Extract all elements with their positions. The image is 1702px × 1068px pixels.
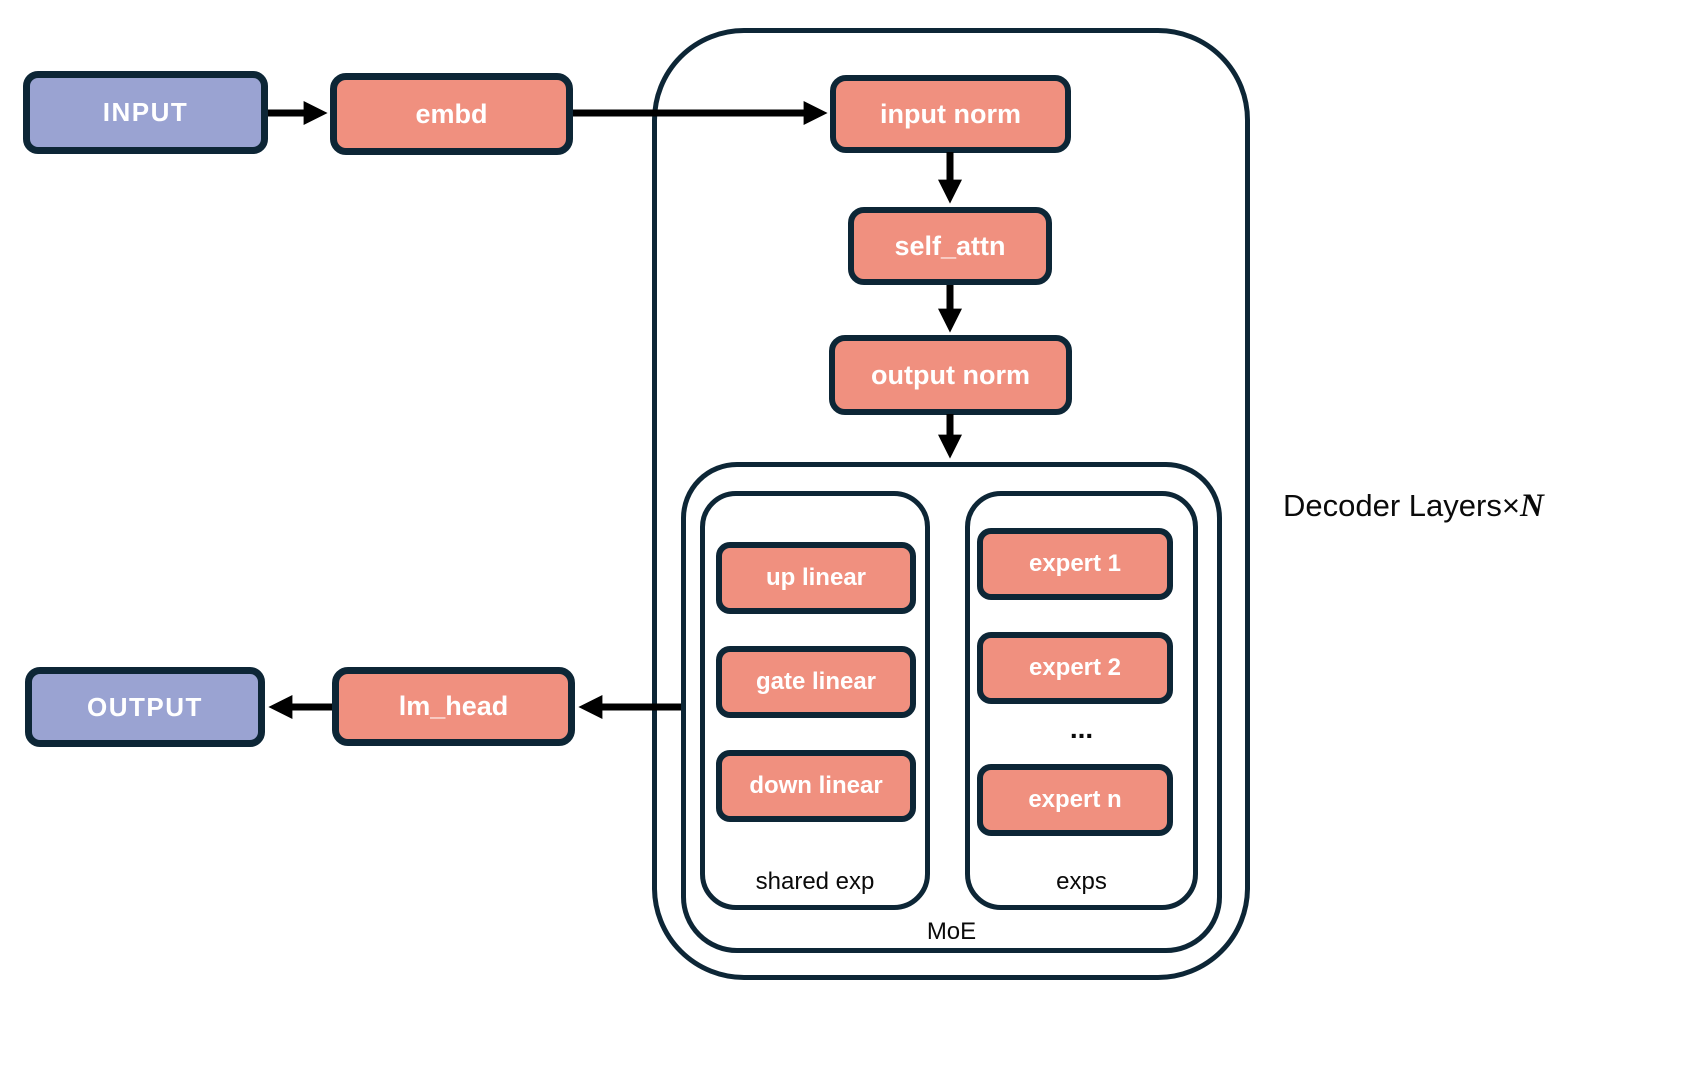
output-norm-node: output norm (829, 335, 1072, 415)
decoder-layers-container (652, 28, 1250, 980)
self-attn-node: self_attn (848, 207, 1052, 285)
decoder-layers-label-text: Decoder Layers× (1283, 488, 1520, 523)
lm-head-node: lm_head (332, 667, 575, 746)
up-linear-node: up linear (716, 542, 916, 614)
shared-exp-container (700, 491, 930, 910)
decoder-layers-label: Decoder Layers×N (1283, 488, 1544, 525)
embd-node: embd (330, 73, 573, 155)
exps-container (965, 491, 1198, 910)
expert-n-node: expert n (977, 764, 1173, 836)
input-norm-node: input norm (830, 75, 1071, 153)
moe-label: MoE (926, 918, 977, 945)
exps-label: exps (1056, 868, 1107, 895)
experts-ellipsis: ... (1069, 713, 1094, 744)
gate-linear-node: gate linear (716, 646, 916, 718)
down-linear-node: down linear (716, 750, 916, 822)
input-node: INPUT (23, 71, 268, 154)
moe-container (681, 462, 1222, 953)
expert-1-node: expert 1 (977, 528, 1173, 600)
output-node: OUTPUT (25, 667, 265, 747)
shared-exp-label: shared exp (755, 868, 875, 895)
expert-2-node: expert 2 (977, 632, 1173, 704)
decoder-layers-n: N (1519, 488, 1544, 524)
